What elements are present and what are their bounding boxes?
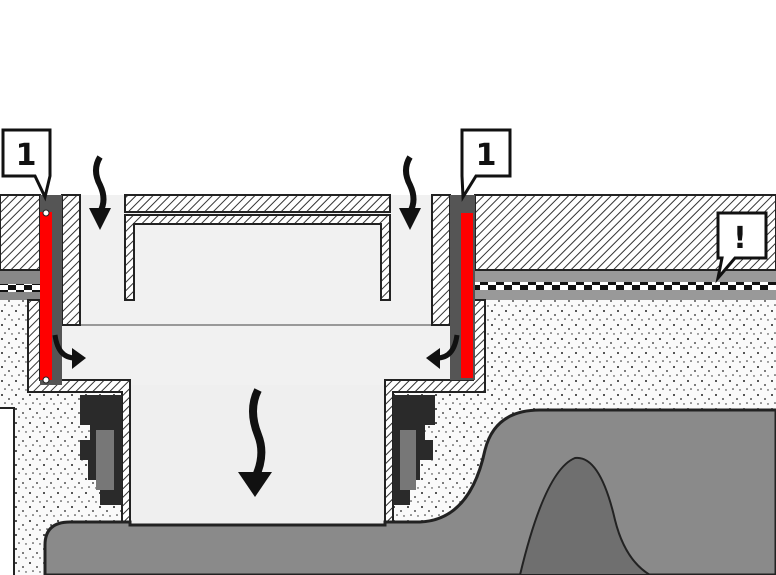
callout-label: 1 bbox=[16, 138, 37, 173]
grate-plate bbox=[124, 194, 391, 213]
flow-arrow-curve-right bbox=[426, 334, 460, 369]
trap-hump bbox=[518, 456, 652, 575]
drain-channel bbox=[40, 195, 473, 385]
grate-insert bbox=[124, 214, 391, 301]
callout-warning: ! bbox=[715, 211, 768, 284]
side-panel bbox=[0, 407, 15, 575]
flow-arrow-curve-left bbox=[52, 334, 86, 369]
seal-strip-left bbox=[40, 212, 52, 380]
callout-1-left: 1 bbox=[1, 128, 52, 202]
frame-right bbox=[431, 194, 451, 326]
frame-left bbox=[61, 194, 81, 326]
warning-label: ! bbox=[733, 221, 747, 256]
callout-label: 1 bbox=[476, 138, 497, 173]
flow-arrow-right bbox=[399, 155, 421, 230]
callout-1-right: 1 bbox=[460, 128, 512, 202]
flow-arrow-left bbox=[89, 155, 111, 230]
seal-strip-right bbox=[461, 213, 473, 378]
flow-arrow-outlet bbox=[238, 388, 272, 497]
tile-left bbox=[0, 194, 41, 271]
